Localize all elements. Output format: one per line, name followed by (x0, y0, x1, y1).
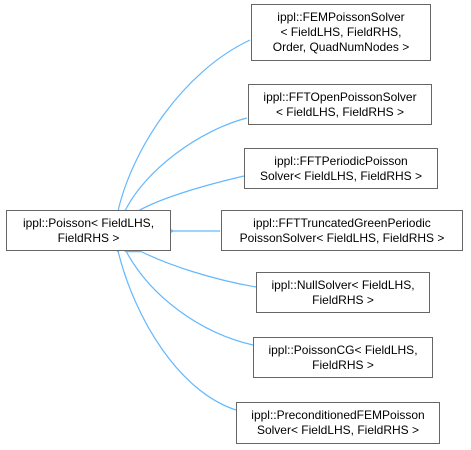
node-label-line: < FieldLHS, FieldRHS, (280, 25, 402, 39)
node-label-line: ippl::FFTOpenPoissonSolver (263, 89, 417, 104)
node-label-line: ippl::NullSolver< FieldLHS, (271, 277, 415, 292)
inheritance-edge-fftperiodic (138, 175, 245, 211)
inheritance-edge-cg (126, 251, 254, 346)
node-label-line: ippl::Poisson< FieldLHS, (22, 215, 155, 230)
derived-class-node-fft-truncated-green-periodic-poisson-solver[interactable]: ippl::FFTTruncatedGreenPeriodic PoissonS… (221, 210, 463, 251)
derived-class-node-null-solver[interactable]: ippl::NullSolver< FieldLHS, FieldRHS > (256, 272, 430, 313)
node-label-line: Solver< FieldLHS, FieldRHS > (256, 423, 420, 437)
node-label-line: FieldRHS > (312, 357, 374, 372)
node-label-line: Solver< FieldLHS, FieldRHS > (259, 168, 423, 183)
node-label-line: ippl::FEMPoissonSolver (277, 10, 405, 24)
node-label-line: FieldRHS > (57, 230, 120, 245)
node-label-line: < FieldLHS, FieldRHS > (275, 104, 405, 119)
derived-class-node-fft-periodic-poisson-solver[interactable]: ippl::FFTPeriodicPoisson Solver< FieldLH… (244, 148, 438, 189)
inheritance-edge-fem (118, 39, 251, 211)
derived-class-node-poisson-cg[interactable]: ippl::PoissonCG< FieldLHS, FieldRHS > (253, 337, 433, 378)
derived-class-node-preconditioned-fem-poisson-solver[interactable]: ippl::PreconditionedFEMPoisson Solver< F… (236, 402, 440, 444)
node-label-line: ippl::PoissonCG< FieldLHS, (268, 342, 418, 357)
node-label-line: ippl::FFTPeriodicPoisson (274, 153, 408, 168)
base-class-node-poisson[interactable]: ippl::Poisson< FieldLHS, FieldRHS > (6, 210, 171, 251)
node-label-line: Order, QuadNumNodes > (272, 40, 410, 54)
node-label-line: PoissonSolver< FieldLHS, FieldRHS > (239, 230, 445, 245)
inheritance-edge-null (140, 251, 257, 288)
inheritance-edge-fftopen (125, 117, 248, 211)
inheritance-edge-precond (118, 251, 237, 411)
inheritance-edges (118, 39, 257, 411)
node-label-line: ippl::PreconditionedFEMPoisson (251, 408, 425, 422)
node-label-line: FieldRHS > (312, 292, 374, 307)
derived-class-node-fft-open-poisson-solver[interactable]: ippl::FFTOpenPoissonSolver < FieldLHS, F… (248, 84, 432, 125)
derived-class-node-fem-poisson-solver[interactable]: ippl::FEMPoissonSolver < FieldLHS, Field… (251, 4, 431, 61)
node-label-line: ippl::FFTTruncatedGreenPeriodic (253, 215, 431, 230)
